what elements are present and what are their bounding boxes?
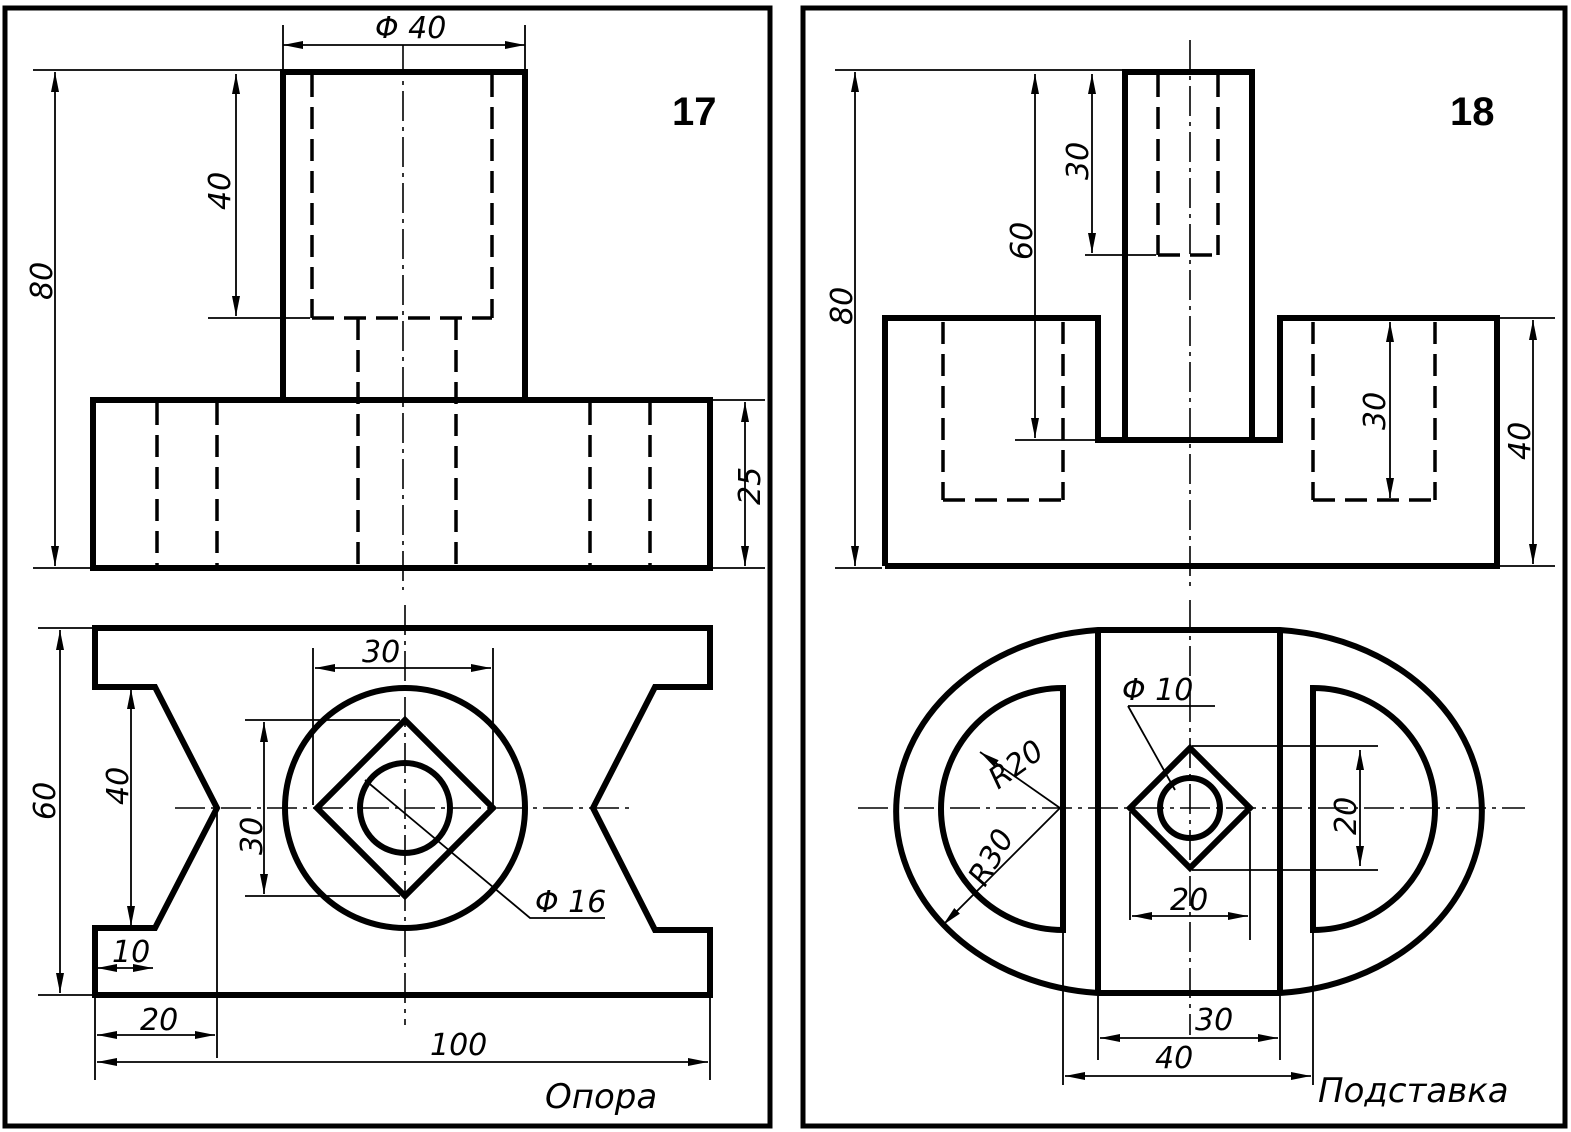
dim-height-40-notch: 40 xyxy=(101,767,136,805)
sheet-18-frame xyxy=(800,5,1568,1129)
sheet-17-number: 17 xyxy=(672,90,717,134)
dim-width-100: 100 xyxy=(430,1028,487,1063)
front-view-18 xyxy=(882,40,1500,590)
sheet-18-title: Подставка xyxy=(1318,1071,1509,1111)
dim-height-60-r: 60 xyxy=(1005,222,1040,260)
dim-width-20-r: 20 xyxy=(1170,883,1208,918)
dim-height-40: 40 xyxy=(203,172,238,210)
dim-radius-30: R30 xyxy=(962,823,1022,892)
dim-height-40-r: 40 xyxy=(1503,422,1538,460)
sheet-17: 17 Опора Φ 40 80 40 25 xyxy=(2,5,773,1129)
dim-height-80: 80 xyxy=(25,262,60,300)
dim-width-10: 10 xyxy=(112,935,150,970)
dim-height-30-hole: 30 xyxy=(1358,392,1393,430)
dim-height-80-r: 80 xyxy=(825,287,860,325)
front-dimensions-18: 80 60 30 30 40 xyxy=(825,69,1555,569)
dim-height-25: 25 xyxy=(733,467,768,505)
sheet-18-number: 18 xyxy=(1450,90,1495,134)
dim-height-30: 30 xyxy=(235,817,270,855)
top-dimensions-17: 30 30 60 40 10 20 100 Φ 16 xyxy=(28,627,711,1080)
dim-width-40-r: 40 xyxy=(1155,1041,1193,1076)
sheet-17-frame xyxy=(2,5,773,1129)
dim-diameter-10: Φ 10 xyxy=(1122,673,1193,708)
dim-height-30-top: 30 xyxy=(1061,142,1096,180)
dim-width-30: 30 xyxy=(362,635,400,670)
top-view-17 xyxy=(92,605,713,1025)
dim-diameter-16: Φ 16 xyxy=(535,885,606,920)
front-view-17 xyxy=(90,45,713,590)
sheet-18: 18 Подставка 80 60 30 30 40 xyxy=(800,5,1568,1129)
dim-radius-20: R20 xyxy=(982,733,1050,796)
front-dimensions-17: Φ 40 80 40 25 xyxy=(25,11,768,569)
dim-height-60: 60 xyxy=(28,782,63,820)
top-view-18 xyxy=(858,600,1525,1035)
dim-width-20: 20 xyxy=(140,1003,178,1038)
dim-diameter-40: Φ 40 xyxy=(375,11,446,46)
sheet-17-title: Опора xyxy=(545,1077,657,1117)
dim-height-20-r: 20 xyxy=(1329,797,1364,835)
dim-width-30-r: 30 xyxy=(1195,1003,1233,1038)
